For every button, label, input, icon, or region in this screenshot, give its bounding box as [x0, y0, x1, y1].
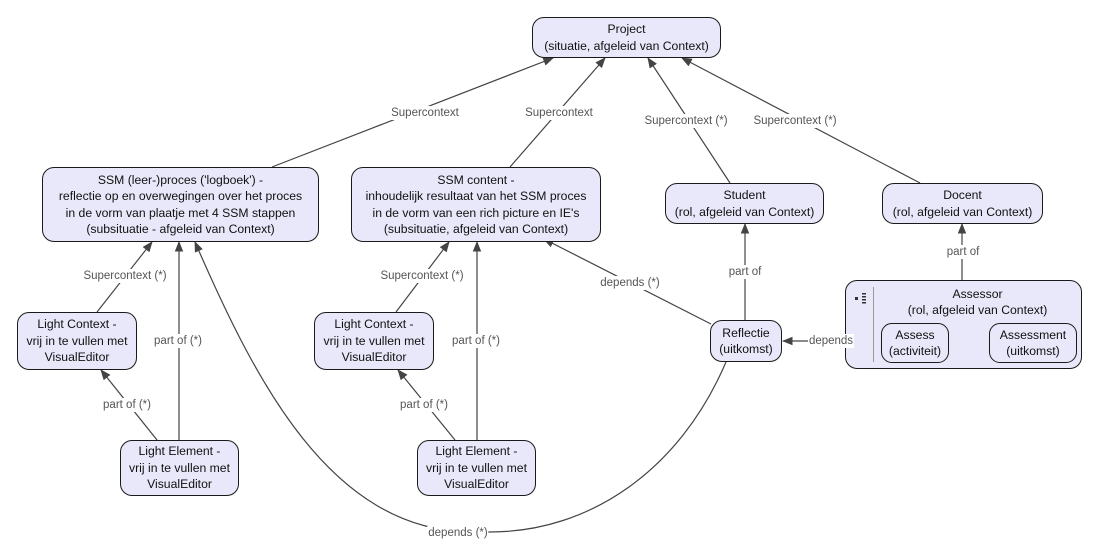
- node-line: vrij in te vullen met: [323, 333, 425, 348]
- edge-label: Supercontext (*): [379, 269, 465, 283]
- node-line: SSM content -: [437, 172, 515, 187]
- node-line: SSM (leer-)proces ('logboek') -: [97, 172, 264, 187]
- node-subtitle: (rol, afgeleid van Context): [892, 204, 1033, 219]
- assessor-divider: [873, 287, 874, 362]
- node-reflectie[interactable]: Reflectie (uitkomst): [710, 320, 782, 362]
- edge-label: Supercontext (*): [643, 114, 729, 128]
- node-line: in de vorm van een rich picture en IE's: [372, 205, 580, 220]
- node-project[interactable]: Project (situatie, afgeleid van Context): [532, 17, 721, 58]
- edge-label: depends (*): [599, 276, 661, 290]
- edge-label: part of (*): [451, 334, 501, 348]
- node-line: VisualEditor: [341, 350, 407, 365]
- node-subtitle: (rol, afgeleid van Context): [907, 303, 1048, 317]
- node-subtitle: (activiteit): [888, 344, 942, 358]
- node-line: reflectie op en overwegingen over het pr…: [58, 189, 303, 203]
- node-line: VisualEditor: [444, 477, 509, 492]
- node-ssm-content[interactable]: SSM content - inhoudelijk resultaat van …: [351, 167, 601, 242]
- node-assessment[interactable]: Assessment (uitkomst): [989, 323, 1077, 363]
- node-light-context-2[interactable]: Light Context - vrij in te vullen met Vi…: [314, 312, 434, 370]
- edge-label: Supercontext: [390, 106, 460, 120]
- node-line: vrij in te vullen met: [129, 460, 230, 475]
- edge-label: part of (*): [153, 334, 203, 348]
- edge-label: depends: [807, 334, 855, 348]
- node-light-context-1[interactable]: Light Context - vrij in te vullen met Vi…: [17, 312, 137, 370]
- node-line: VisualEditor: [147, 477, 212, 492]
- node-assess[interactable]: Assess (activiteit): [881, 323, 949, 363]
- node-student[interactable]: Student (rol, afgeleid van Context): [665, 183, 824, 224]
- node-title: Student: [723, 188, 766, 202]
- edge-label: part of: [727, 265, 763, 279]
- edge-label: Supercontext: [524, 106, 594, 120]
- node-line: Light Element -: [138, 444, 221, 459]
- node-light-element-1[interactable]: Light Element - vrij in te vullen met Vi…: [120, 440, 239, 496]
- node-subtitle: (uitkomst): [1006, 344, 1060, 358]
- node-line: inhoudelijk resultaat van het SSM proces: [365, 189, 587, 203]
- node-line: (subsituatie, afgeleid van Context): [383, 222, 569, 236]
- node-light-element-2[interactable]: Light Element - vrij in te vullen met Vi…: [417, 440, 536, 496]
- node-line: vrij in te vullen met: [426, 460, 527, 475]
- node-line: vrij in te vullen met: [26, 333, 128, 348]
- node-title: Assessment: [999, 328, 1067, 342]
- edge-label: depends (*): [427, 526, 489, 540]
- node-subtitle: (rol, afgeleid van Context): [674, 204, 815, 219]
- edge-label: Supercontext (*): [752, 114, 838, 128]
- edge-label: part of: [945, 245, 981, 259]
- node-title: Project: [607, 22, 646, 36]
- node-line: Light Context -: [37, 317, 117, 332]
- node-line: VisualEditor: [44, 350, 110, 365]
- node-assessor[interactable]: Assessor (rol, afgeleid van Context) Ass…: [845, 280, 1082, 369]
- node-line: in de vorm van plaatje met 4 SSM stappen: [65, 205, 296, 220]
- edge-label: part of (*): [102, 398, 152, 412]
- edge-label: part of (*): [399, 398, 449, 412]
- assessor-header: Assessor (rol, afgeleid van Context): [874, 286, 1081, 318]
- node-subtitle: (uitkomst): [719, 342, 773, 356]
- node-subtitle: (situatie, afgeleid van Context): [544, 38, 709, 53]
- node-title: Reflectie: [722, 325, 770, 340]
- edge-label: Supercontext (*): [82, 269, 168, 283]
- list-collapse-icon[interactable]: [854, 292, 868, 304]
- node-title: Assess: [895, 328, 935, 342]
- node-line: (subsituatie - afgeleid van Context): [86, 222, 275, 236]
- node-line: Light Element -: [435, 444, 518, 459]
- node-title: Docent: [943, 188, 982, 202]
- node-ssm-proces[interactable]: SSM (leer-)proces ('logboek') - reflecti…: [42, 167, 319, 242]
- node-title: Assessor: [952, 287, 1003, 301]
- node-docent[interactable]: Docent (rol, afgeleid van Context): [882, 183, 1043, 224]
- node-line: Light Context -: [334, 317, 414, 332]
